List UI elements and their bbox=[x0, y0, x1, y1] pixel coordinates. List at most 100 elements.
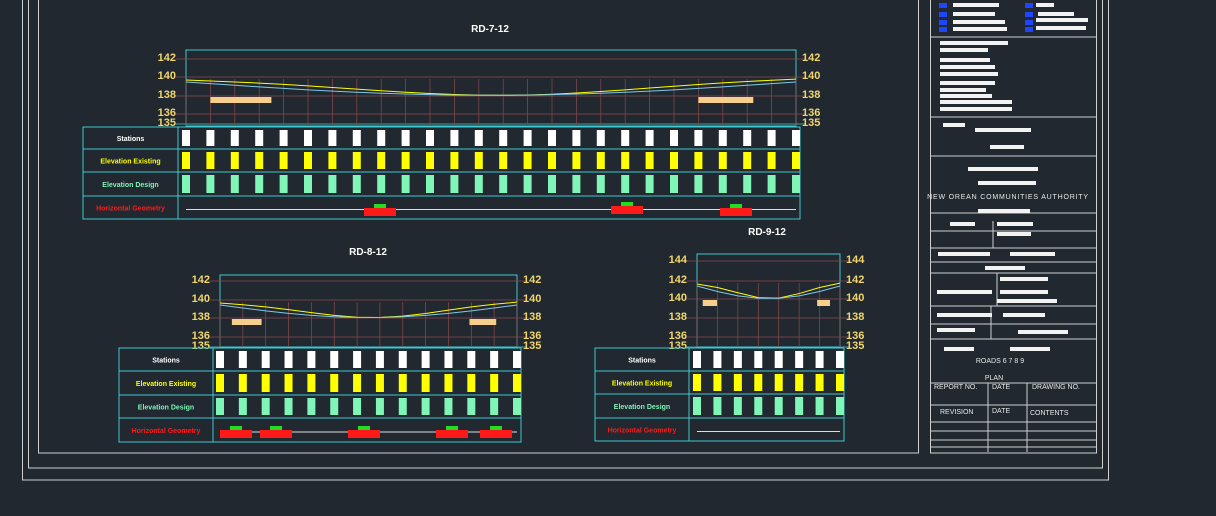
design-grade-line bbox=[219, 304, 518, 319]
station-value-cell bbox=[693, 397, 701, 415]
cut-fill-block bbox=[210, 97, 272, 103]
station-value-cell bbox=[836, 374, 844, 391]
station-value-cell bbox=[377, 152, 386, 169]
station-value-cell bbox=[421, 374, 430, 392]
illegible-text-bar bbox=[940, 100, 1012, 104]
station-value-cell bbox=[352, 130, 361, 146]
row-label-stations: Stations bbox=[152, 358, 180, 365]
station-value-cell bbox=[279, 152, 288, 169]
curve-marker-top bbox=[230, 426, 242, 430]
illegible-text-bar bbox=[937, 328, 975, 332]
illegible-text-bar bbox=[1003, 313, 1045, 317]
station-value-cell bbox=[713, 397, 722, 415]
station-value-cell bbox=[421, 398, 430, 415]
illegible-text-bar bbox=[997, 299, 1057, 303]
illegible-text-bar bbox=[938, 252, 990, 256]
station-value-cell bbox=[621, 130, 630, 146]
station-value-cell bbox=[499, 152, 508, 169]
elevation-label-left: 136 bbox=[192, 330, 210, 342]
station-value-cell bbox=[261, 374, 270, 392]
elevation-label-right: 138 bbox=[846, 311, 864, 323]
date-label: DATE bbox=[992, 384, 1010, 391]
station-value-cell bbox=[206, 175, 215, 193]
station-value-cell bbox=[474, 130, 483, 146]
elevation-label-right: 142 bbox=[846, 274, 864, 286]
row-label-elevation-design: Elevation Design bbox=[102, 182, 158, 189]
illegible-text-bar bbox=[975, 128, 1031, 132]
drawing-frame bbox=[22, 0, 1109, 481]
elevation-label-left: 138 bbox=[192, 311, 210, 323]
station-value-cell bbox=[795, 351, 804, 368]
illegible-text-bar bbox=[937, 290, 992, 294]
cut-fill-block bbox=[469, 319, 497, 325]
illegible-text-bar bbox=[968, 167, 1038, 171]
station-value-cell bbox=[377, 130, 386, 146]
curve-marker-top bbox=[621, 202, 633, 206]
row-label-horizontal-geometry: Horizontal Geometry bbox=[96, 206, 165, 213]
illegible-text-bar bbox=[940, 65, 995, 69]
station-value-cell bbox=[694, 130, 703, 146]
station-value-cell bbox=[255, 130, 264, 146]
station-value-cell bbox=[645, 152, 654, 169]
station-value-cell bbox=[261, 351, 270, 368]
station-value-cell bbox=[815, 397, 824, 415]
illegible-text-bar bbox=[978, 209, 1030, 213]
date-label-2: DATE bbox=[992, 408, 1010, 415]
station-value-cell bbox=[238, 398, 247, 415]
elevation-label-right: 138 bbox=[802, 89, 820, 101]
station-value-cell bbox=[792, 130, 800, 146]
profile-title-rd-8-12: RD-8-12 bbox=[349, 247, 387, 258]
station-value-cell bbox=[467, 398, 476, 415]
station-value-cell bbox=[718, 130, 727, 146]
elevation-label-left: 136 bbox=[669, 330, 687, 342]
plan-label: PLAN bbox=[985, 375, 1003, 382]
station-value-cell bbox=[182, 175, 190, 193]
station-value-cell bbox=[426, 152, 434, 169]
legend-symbol bbox=[939, 12, 947, 17]
station-value-cell bbox=[572, 130, 581, 146]
station-value-cell bbox=[754, 374, 763, 391]
curve-marker-top bbox=[730, 204, 742, 208]
station-value-cell bbox=[670, 152, 678, 169]
curve-marker-top bbox=[374, 204, 386, 208]
elevation-label-right: 144 bbox=[846, 254, 865, 266]
station-value-cell bbox=[754, 397, 763, 415]
curve-marker bbox=[364, 208, 396, 216]
station-value-cell bbox=[670, 175, 678, 193]
station-value-cell bbox=[284, 398, 293, 415]
row-label-elevation-existing: Elevation Existing bbox=[100, 159, 160, 166]
station-value-cell bbox=[713, 374, 722, 391]
data-table bbox=[82, 126, 801, 220]
row-label-elevation-design: Elevation Design bbox=[614, 404, 670, 411]
design-grade-line bbox=[696, 285, 841, 299]
station-value-cell bbox=[548, 175, 556, 193]
illegible-text-bar bbox=[940, 72, 998, 76]
existing-ground-line bbox=[185, 78, 797, 96]
illegible-text-bar bbox=[940, 94, 992, 98]
illegible-text-bar bbox=[1018, 330, 1068, 334]
illegible-text-bar bbox=[940, 81, 995, 85]
curve-marker bbox=[436, 430, 468, 438]
elevation-label-left: 142 bbox=[669, 274, 687, 286]
elevation-label-right: 140 bbox=[846, 292, 864, 304]
station-value-cell bbox=[490, 374, 499, 392]
station-value-cell bbox=[206, 152, 215, 169]
legend-symbol bbox=[939, 3, 947, 8]
station-value-cell bbox=[645, 130, 654, 146]
elevation-label-left: 136 bbox=[158, 107, 176, 119]
contents-label: CONTENTS bbox=[1030, 410, 1069, 417]
station-value-cell bbox=[718, 152, 727, 169]
elevation-label-right: 142 bbox=[802, 52, 820, 64]
station-value-cell bbox=[426, 175, 434, 193]
station-value-cell bbox=[718, 175, 727, 193]
curve-marker bbox=[348, 430, 380, 438]
station-value-cell bbox=[733, 351, 742, 368]
legend-symbol bbox=[939, 27, 947, 32]
station-value-cell bbox=[474, 175, 483, 193]
station-value-cell bbox=[330, 374, 339, 392]
station-value-cell bbox=[774, 351, 783, 368]
